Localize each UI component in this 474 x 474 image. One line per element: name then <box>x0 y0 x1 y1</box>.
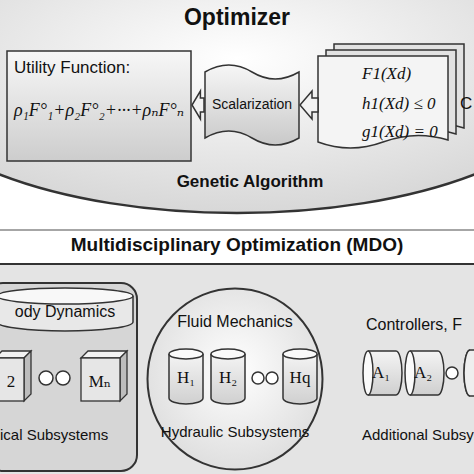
cylinder-end <box>363 351 373 395</box>
cylinder-end <box>405 351 415 395</box>
group-rect <box>0 283 137 471</box>
group-heading: Controllers, F <box>366 316 474 334</box>
subsystem-label: 2 <box>0 372 24 392</box>
group-label: ical Subsystems <box>0 426 134 443</box>
cylinder-top <box>211 349 245 359</box>
cylinder-top <box>169 349 203 359</box>
scalarization-banner: Scalarization <box>204 62 300 148</box>
subsystem-label: A₁ <box>364 363 398 383</box>
cylinder-top <box>283 349 317 359</box>
mechanical-subsystem-cube: Mₙ <box>80 350 128 402</box>
additional-cylinder: A₁ <box>362 350 402 396</box>
equality-constraint: g1(Xd) = 0 <box>362 122 452 142</box>
algorithm-label: Genetic Algorithm <box>135 172 365 192</box>
disk-label: ody Dynamics <box>0 303 134 321</box>
region-ellipse <box>0 0 474 213</box>
objective-function: F1(Xd) <box>362 64 452 84</box>
flow-arrow <box>300 91 318 119</box>
cube-front <box>0 358 24 401</box>
box-heading: Utility Function: <box>14 58 186 78</box>
flow-arrow <box>192 91 204 119</box>
dynamics-disk: ody Dynamics <box>0 287 134 331</box>
formula: ρ₁F°₁+ρ₂F°₂+···+ρₙF°ₙ <box>8 100 190 121</box>
hydraulic-cylinder: H₁ <box>168 348 204 404</box>
box-rect <box>7 51 191 161</box>
hydraulic-cylinder: Hq <box>282 348 318 404</box>
panel-rect <box>0 264 474 474</box>
cube-front <box>81 358 120 401</box>
subsystem-label: Hq <box>282 368 318 388</box>
cube-side <box>120 351 127 401</box>
cut-off-label: C <box>460 94 474 114</box>
group-heading: Fluid Mechanics <box>146 313 324 331</box>
process-label: Scalarization <box>204 96 300 112</box>
additional-cylinder: A₂ <box>404 350 444 396</box>
hydraulic-cylinder: H₂ <box>210 348 246 404</box>
region-title: Optimizer <box>0 4 474 30</box>
group-label: Hydraulic Subsystems <box>146 423 324 440</box>
objective-document-stack: F1(Xd) h1(Xd) ≤ 0 g1(Xd) = 0 <box>318 44 468 154</box>
subsystem-label: A₂ <box>406 363 440 383</box>
disk-top <box>0 288 133 304</box>
inequality-constraint: h1(Xd) ≤ 0 <box>362 94 452 114</box>
banner-path <box>205 65 299 145</box>
mechanical-group: ical Subsystems ody Dynamics 2 Mₙ <box>0 282 138 472</box>
cube-side <box>24 351 31 401</box>
mechanical-subsystem-cube-outline <box>0 350 32 402</box>
subsystem-label: H₂ <box>210 368 246 388</box>
separator-line <box>0 229 474 231</box>
fluid-group: Fluid MechanicsHydraulic Subsystems H₁ H₂ H… <box>146 287 324 471</box>
panel-heading: Multidisciplinary Optimization (MDO) <box>0 234 474 256</box>
cylinder-body <box>169 354 203 404</box>
subsystem-label: H₁ <box>168 368 204 388</box>
cylinder-body <box>283 354 317 404</box>
subsystem-label: Mₙ <box>80 372 120 392</box>
optimizer-region: OptimizerGenetic Algorithm Utility Functi… <box>0 0 474 215</box>
cylinder-body <box>211 354 245 404</box>
group-label: Additional Subsy <box>362 426 474 443</box>
cube-top <box>81 351 127 358</box>
mechanical-subsystem-cube: 2 <box>0 350 32 402</box>
utility-function-box: Utility Function: ρ₁F°₁+ρ₂F°₂+···+ρₙF°ₙ <box>6 50 192 162</box>
